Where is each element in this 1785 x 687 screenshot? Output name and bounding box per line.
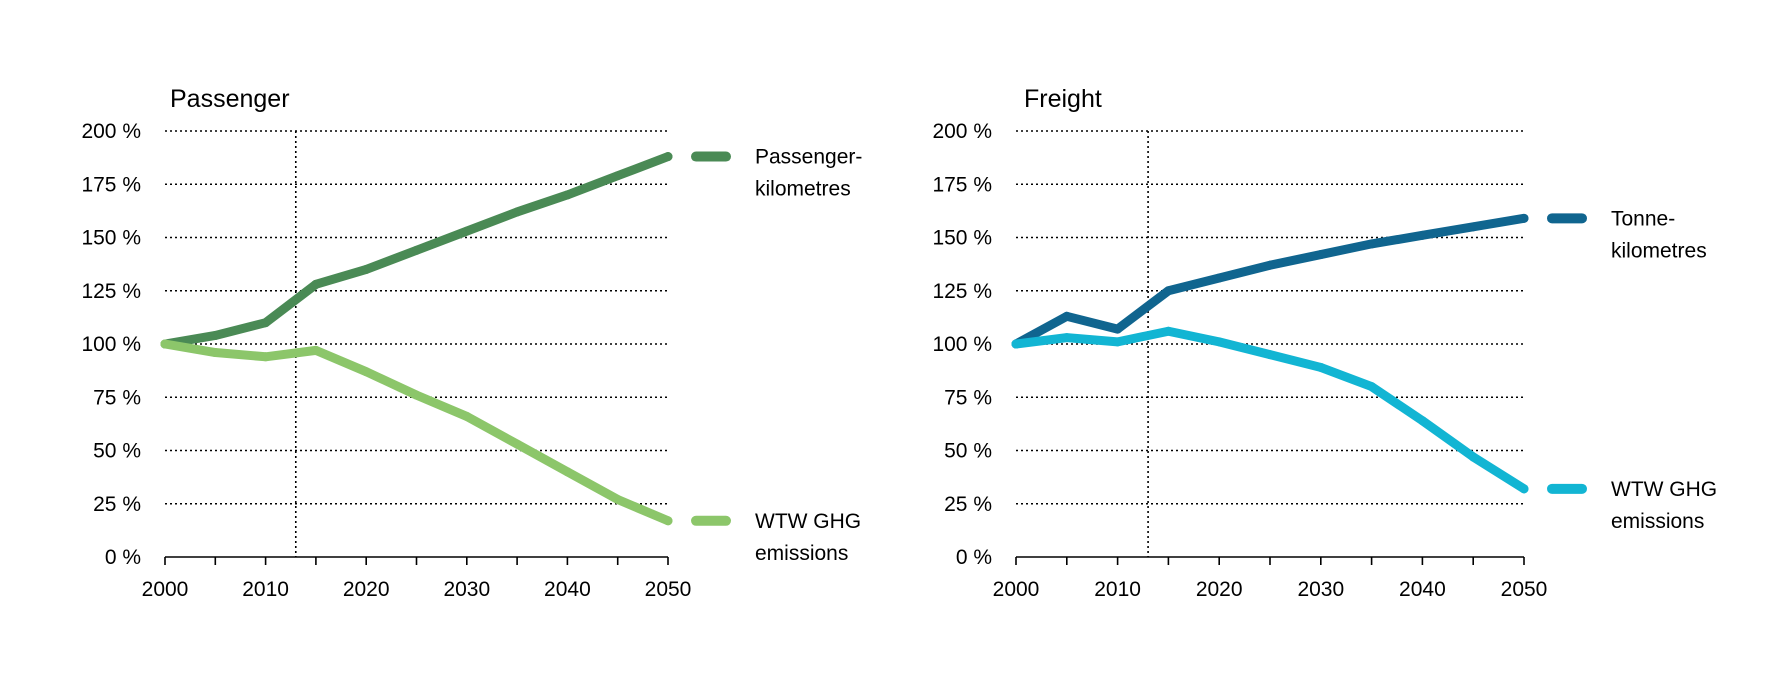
data-point [1113,324,1123,334]
x-tick-label: 2020 [1196,578,1243,601]
y-tick-label: 75 % [944,386,992,409]
x-tick-label: 2030 [1297,578,1344,601]
x-tick-label: 2050 [1501,578,1548,601]
data-point [1316,362,1326,372]
y-tick-label: 150 % [81,227,141,250]
data-point [261,352,271,362]
x-tick-label: 2000 [993,578,1040,601]
data-point [663,152,673,162]
data-point [562,190,572,200]
x-tick-label: 2050 [645,578,692,601]
y-tick-label: 0 % [956,546,992,569]
data-point [1163,286,1173,296]
y-tick-label: 200 % [932,120,992,143]
y-tick-label: 150 % [932,227,992,250]
data-point [1062,311,1072,321]
x-tick-label: 2040 [1399,578,1446,601]
data-point [562,467,572,477]
data-point [261,318,271,328]
data-point [1468,222,1478,232]
data-point [1316,250,1326,260]
data-point [462,411,472,421]
data-point [361,367,371,377]
y-tick-label: 125 % [81,280,141,303]
data-point [412,390,421,400]
legend-label: kilometres [1611,239,1707,262]
x-tick-label: 2000 [142,578,189,601]
data-point [1011,339,1021,349]
y-tick-label: 175 % [81,173,141,196]
data-point [1265,260,1275,270]
data-point [1417,230,1427,240]
data-point [1417,416,1427,426]
freight-chart: Freight 0 % 25 % 50 % 75 % 100 % 125 % 150 % 175… [932,85,1717,601]
data-point [1519,484,1529,494]
data-point [1214,337,1224,347]
data-point [613,494,623,504]
x-tick-label: 2040 [544,578,591,601]
data-point [210,348,220,358]
data-point [613,171,623,181]
x-tick-label: 2020 [343,578,390,601]
chart-title: Passenger [170,85,290,113]
y-tick-label: 50 % [93,440,141,463]
legend-label: Passenger- [755,146,862,169]
data-point [512,439,522,449]
data-point [361,264,371,274]
legend-label: emissions [1611,510,1704,533]
data-point [412,245,421,255]
legend-label: WTW GHG [755,510,861,533]
legend-label: Tonne- [1611,207,1675,230]
data-point [1468,452,1478,462]
y-tick-label: 125 % [932,280,992,303]
data-point [160,339,170,349]
data-point [311,279,321,289]
data-point [1113,337,1123,347]
y-tick-label: 100 % [81,333,141,356]
y-tick-label: 50 % [944,440,992,463]
x-tick-label: 2030 [443,578,490,601]
data-point [1214,273,1224,283]
y-tick-label: 0 % [105,546,141,569]
y-tick-label: 25 % [93,493,141,516]
chart-title: Freight [1024,85,1102,113]
y-tick-label: 100 % [932,333,992,356]
y-tick-label: 25 % [944,493,992,516]
x-tick-label: 2010 [1094,578,1141,601]
y-tick-label: 75 % [93,386,141,409]
data-point [1163,326,1173,336]
series-line [160,339,673,526]
data-point [210,330,220,340]
data-point [1519,213,1529,223]
legend-label: kilometres [755,178,851,201]
y-tick-label: 200 % [81,120,141,143]
data-point [512,207,522,217]
data-point [311,345,321,355]
data-point [1367,239,1377,249]
y-tick-label: 175 % [932,173,992,196]
data-point [663,516,673,526]
legend-label: emissions [755,542,848,565]
data-point [462,226,472,236]
x-tick-label: 2010 [242,578,289,601]
legend-label: WTW GHG [1611,478,1717,501]
passenger-chart: Passenger 0 % 25 % 50 % 75 % 100 % 125 % 150 % 1… [81,85,862,601]
data-point [1367,382,1377,392]
data-point [1265,350,1275,360]
data-point [1062,333,1072,343]
